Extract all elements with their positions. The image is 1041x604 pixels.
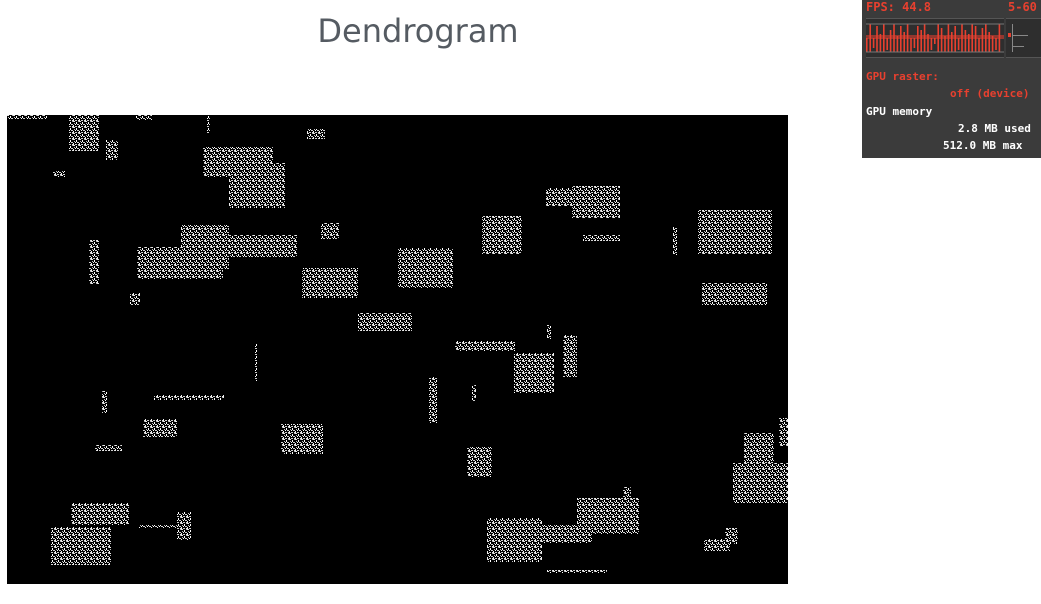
dendrogram-block xyxy=(547,570,607,573)
dendrogram-block xyxy=(229,163,285,208)
fps-bar xyxy=(903,32,905,52)
dendrogram-block xyxy=(281,424,323,454)
gpu-memory-used: 2.8 MB used xyxy=(958,122,1031,135)
fps-bar xyxy=(896,36,899,52)
fps-bar xyxy=(934,38,936,44)
fps-bar xyxy=(995,38,997,50)
fps-label: FPS: 44.8 xyxy=(866,0,932,14)
dendrogram-block xyxy=(698,210,772,254)
fps-bar xyxy=(886,38,888,50)
fps-bar xyxy=(957,38,960,50)
dendrogram-block xyxy=(321,223,339,239)
dendrogram-block xyxy=(455,341,515,351)
page-title: Dendrogram xyxy=(317,12,519,50)
dendrogram-block xyxy=(577,498,639,534)
dendrogram-block xyxy=(572,186,620,218)
fps-graph-range xyxy=(1006,18,1041,58)
dendrogram-block xyxy=(154,395,224,400)
fps-bar xyxy=(951,32,953,52)
dendrogram-block xyxy=(429,377,437,423)
dendrogram-block xyxy=(472,385,476,401)
dendrogram-block xyxy=(71,503,129,525)
dendrogram-block xyxy=(546,188,572,206)
dendrogram-block xyxy=(779,418,788,446)
fps-bar xyxy=(927,34,929,52)
fps-bar xyxy=(968,34,970,52)
dendrogram-block xyxy=(130,293,140,305)
fps-meter-hud: FPS: 44.8 5-60 GPU raster: off (device) … xyxy=(862,0,1041,158)
dendrogram-block xyxy=(398,248,453,288)
dendrogram-block xyxy=(744,433,774,463)
dendrogram-block xyxy=(89,240,99,284)
fps-graph xyxy=(866,18,1004,58)
dendrogram-block xyxy=(53,171,65,177)
gpu-raster-value: off (device) xyxy=(950,87,1030,100)
dendrogram-block xyxy=(733,463,788,503)
dendrogram-block xyxy=(467,447,492,477)
fps-bar xyxy=(964,30,967,52)
dendrogram-block xyxy=(7,115,47,119)
dendrogram-block xyxy=(136,115,152,120)
dendrogram-block xyxy=(704,539,730,551)
dendrogram-block xyxy=(95,445,122,451)
dendrogram-block xyxy=(223,235,297,257)
fps-range-label: 5-60 xyxy=(1008,0,1037,14)
dendrogram-plot xyxy=(7,115,788,573)
dendrogram-block xyxy=(702,283,767,305)
fps-bar xyxy=(866,38,868,52)
dendrogram-block xyxy=(302,268,358,298)
dendrogram-blocks xyxy=(7,115,788,573)
dendrogram-block xyxy=(177,512,191,540)
fps-bar xyxy=(981,28,984,52)
dendrogram-block xyxy=(563,335,577,377)
dendrogram-block xyxy=(514,353,554,393)
fps-bar xyxy=(879,34,882,52)
fps-bar xyxy=(889,30,892,52)
fps-bar xyxy=(913,38,916,48)
fps-graph-bars xyxy=(866,23,1004,53)
dendrogram-canvas[interactable] xyxy=(7,115,788,584)
dendrogram-block xyxy=(487,518,542,562)
fps-bar xyxy=(920,30,922,52)
fps-bar xyxy=(940,28,943,52)
dendrogram-block xyxy=(102,391,107,413)
dendrogram-block xyxy=(139,525,179,528)
dendrogram-block xyxy=(725,528,738,544)
gpu-memory-max: 512.0 MB max xyxy=(943,139,1023,152)
fps-bar xyxy=(872,38,875,48)
fps-baseline xyxy=(866,35,1004,39)
dendrogram-block xyxy=(69,115,99,151)
dendrogram-block xyxy=(143,419,177,437)
gpu-raster-label: GPU raster: xyxy=(866,70,939,83)
dendrogram-block xyxy=(106,140,118,160)
fps-bar xyxy=(991,36,994,52)
fps-bar xyxy=(944,36,946,52)
dendrogram-block xyxy=(482,216,522,254)
dendrogram-block xyxy=(137,247,223,279)
dendrogram-block xyxy=(51,527,111,565)
dendrogram-block xyxy=(207,115,210,133)
dendrogram-block xyxy=(583,235,620,241)
fps-bar xyxy=(930,38,933,50)
dendrogram-block xyxy=(623,487,631,499)
gpu-memory-label: GPU memory xyxy=(866,105,933,118)
fps-bar xyxy=(978,38,980,52)
dendrogram-block xyxy=(307,129,325,139)
fps-bar xyxy=(988,32,990,52)
dendrogram-block xyxy=(673,227,677,255)
dendrogram-block xyxy=(255,343,257,381)
fps-bar xyxy=(910,38,912,52)
dendrogram-block xyxy=(547,325,551,339)
dendrogram-block xyxy=(358,313,412,331)
